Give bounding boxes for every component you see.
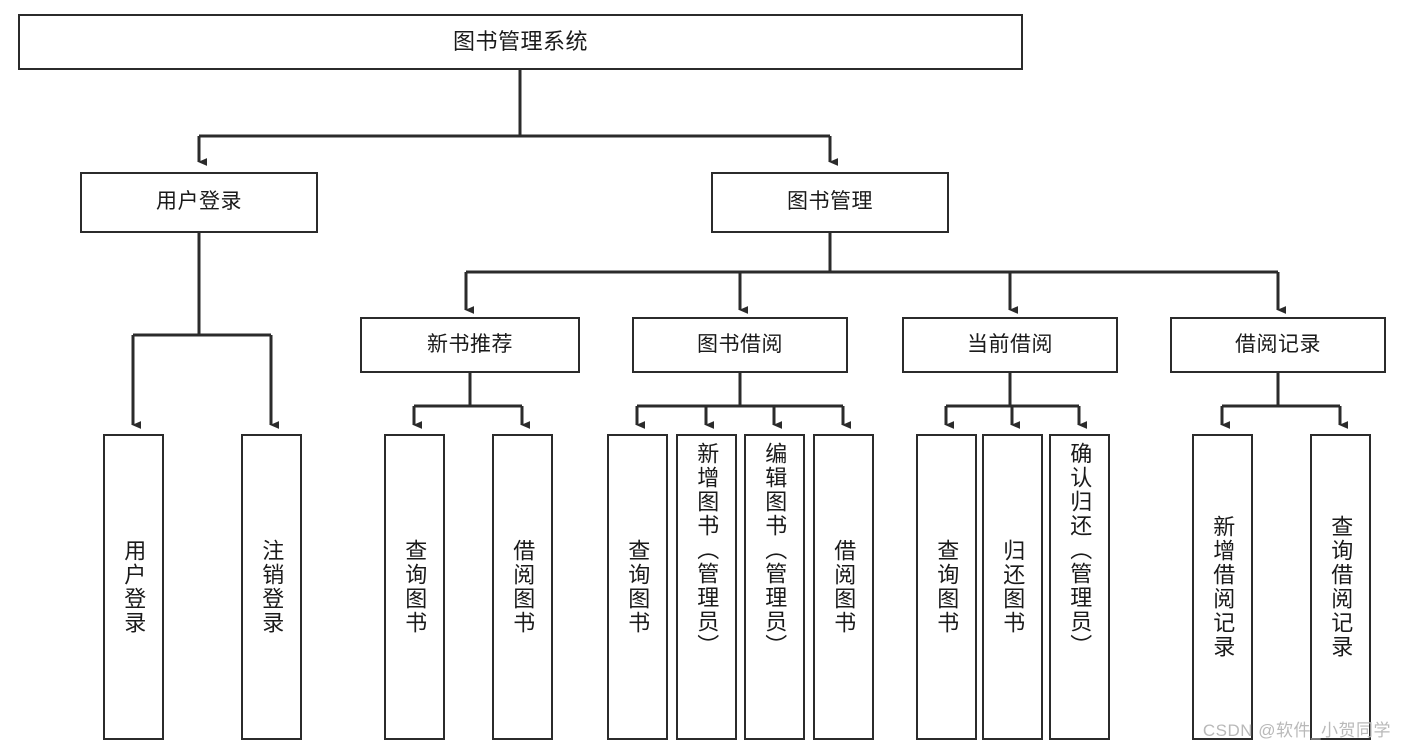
leaf-user-login-login[interactable]: 用户登录	[103, 434, 164, 740]
node-borrow-record[interactable]: 借阅记录	[1170, 317, 1386, 373]
leaf-current-borrow-return-label: 归还图书	[1000, 539, 1026, 635]
node-user-login[interactable]: 用户登录	[80, 172, 318, 233]
leaf-new-book-query[interactable]: 查询图书	[384, 434, 445, 740]
leaf-book-borrow-add-label: 新增图书（管理员）	[694, 442, 720, 658]
leaf-borrow-record-query-label: 查询借阅记录	[1328, 515, 1354, 659]
leaf-current-borrow-confirm[interactable]: 确认归还（管理员）	[1049, 434, 1110, 740]
node-current-borrow-label: 当前借阅	[967, 332, 1053, 356]
leaf-book-borrow-query[interactable]: 查询图书	[607, 434, 668, 740]
node-new-book-recommend-label: 新书推荐	[427, 332, 513, 356]
leaf-new-book-borrow-label: 借阅图书	[510, 539, 536, 635]
leaf-book-borrow-add[interactable]: 新增图书（管理员）	[676, 434, 737, 740]
leaf-borrow-record-add[interactable]: 新增借阅记录	[1192, 434, 1253, 740]
node-book-borrow-label: 图书借阅	[697, 332, 783, 356]
leaf-book-borrow-borrow[interactable]: 借阅图书	[813, 434, 874, 740]
leaf-new-book-borrow[interactable]: 借阅图书	[492, 434, 553, 740]
leaf-new-book-query-label: 查询图书	[402, 539, 428, 635]
node-root-label: 图书管理系统	[452, 29, 588, 55]
leaf-user-login-logout[interactable]: 注销登录	[241, 434, 302, 740]
node-book-management[interactable]: 图书管理	[711, 172, 949, 233]
leaf-borrow-record-query[interactable]: 查询借阅记录	[1310, 434, 1371, 740]
leaf-book-borrow-edit-label: 编辑图书（管理员）	[762, 442, 788, 658]
leaf-user-login-login-label: 用户登录	[121, 539, 147, 635]
leaf-book-borrow-query-label: 查询图书	[625, 539, 651, 635]
leaf-book-borrow-borrow-label: 借阅图书	[831, 539, 857, 635]
node-root[interactable]: 图书管理系统	[18, 14, 1023, 70]
node-book-borrow[interactable]: 图书借阅	[632, 317, 848, 373]
node-book-management-label: 图书管理	[787, 190, 873, 214]
leaf-current-borrow-query[interactable]: 查询图书	[916, 434, 977, 740]
leaf-current-borrow-confirm-label: 确认归还（管理员）	[1067, 442, 1093, 658]
node-user-login-label: 用户登录	[156, 190, 242, 214]
leaf-book-borrow-edit[interactable]: 编辑图书（管理员）	[744, 434, 805, 740]
leaf-current-borrow-query-label: 查询图书	[934, 539, 960, 635]
node-current-borrow[interactable]: 当前借阅	[902, 317, 1118, 373]
leaf-user-login-logout-label: 注销登录	[259, 539, 285, 635]
node-new-book-recommend[interactable]: 新书推荐	[360, 317, 580, 373]
leaf-borrow-record-add-label: 新增借阅记录	[1210, 515, 1236, 659]
node-borrow-record-label: 借阅记录	[1235, 332, 1321, 356]
leaf-current-borrow-return[interactable]: 归还图书	[982, 434, 1043, 740]
